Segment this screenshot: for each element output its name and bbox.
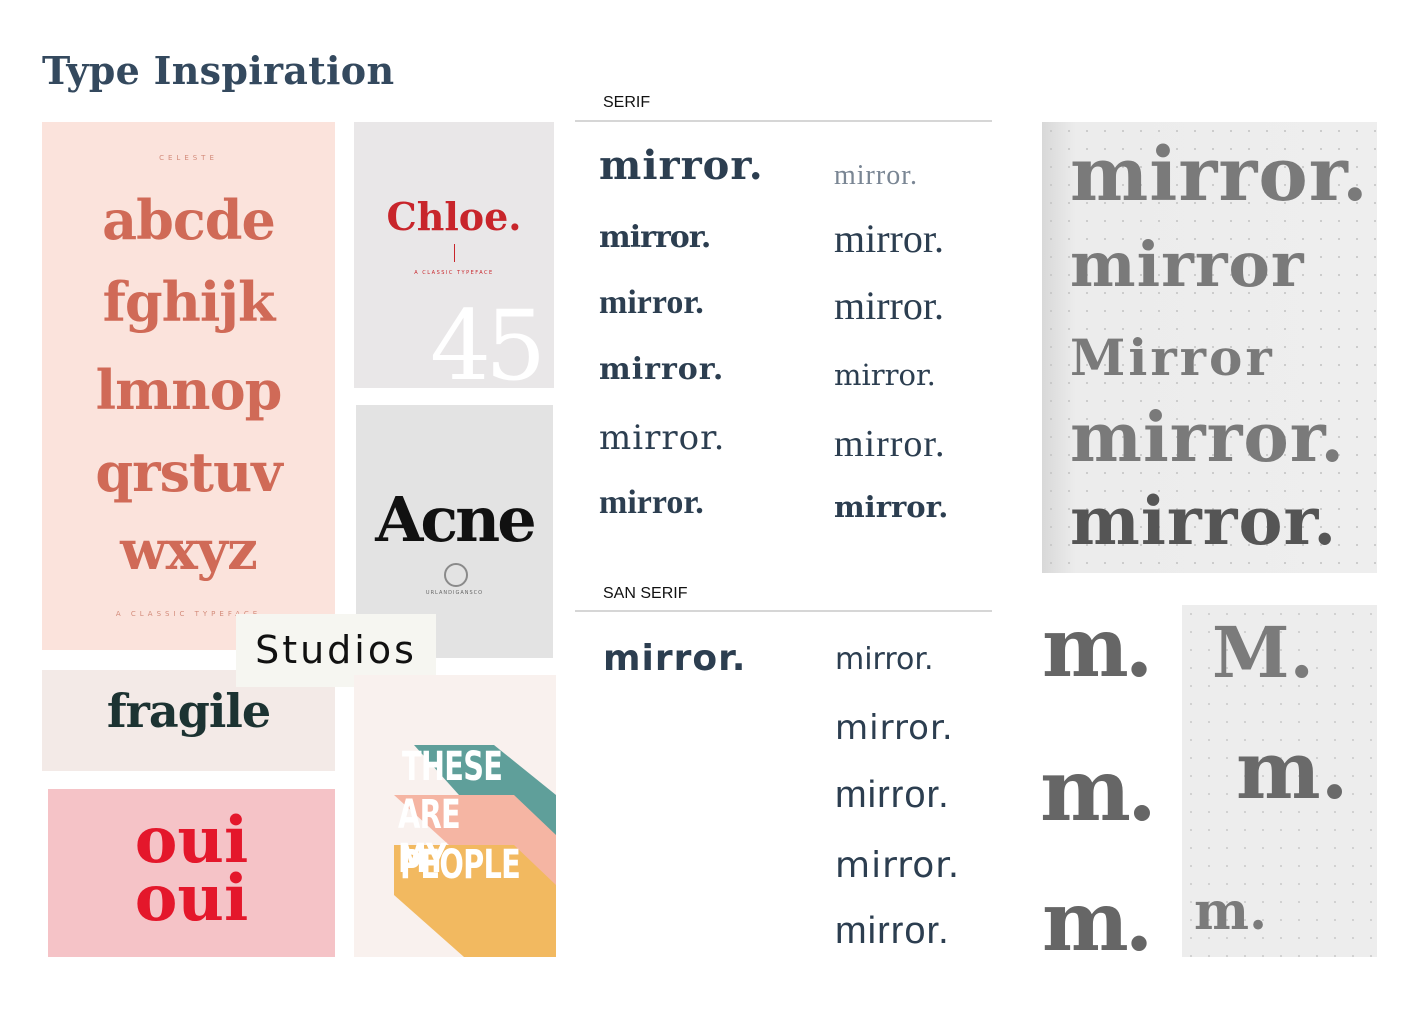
serif-sample: mirror. [834,216,944,261]
oui-line: oui [134,803,249,878]
celeste-brand: CELESTE [159,154,218,162]
serif-sample: mirror. [599,352,725,387]
people-line: PEOPLE [400,842,521,888]
chloe-number: 45 [430,290,546,388]
sketch-letter: m. [1236,723,1349,817]
celeste-footer: A CLASSIC TYPEFACE [115,610,262,618]
m-logo-mark: m. [1042,600,1153,696]
celeste-row: wxyz [120,518,258,582]
stripes-graphic [394,745,556,957]
sans-serif-sample: mirror. [835,708,954,748]
serif-sample: mirror. [834,283,944,328]
chloe-name: Chloe. [386,194,522,239]
sans-serif-sample: mirror. [835,774,950,816]
page-title: Type Inspiration [42,48,395,93]
crest-icon [444,563,468,587]
people-line: THESE [402,744,503,790]
m-sketch-photo: M. m. m. [1182,605,1377,957]
acne-name: Acne [375,483,536,556]
dot-grid [1182,605,1377,957]
serif-sample: mirror. [599,484,704,521]
celeste-typeface-tile: CELESTE abcde fghijk lmnop qrstuv wxyz A… [42,122,335,650]
serif-sample: mirror. [599,418,726,458]
sketch-word: mirror. [1070,398,1346,478]
sans-serif-section-label: SAN SERIF [603,585,688,602]
acne-footer: URLANDIGANSCO [425,590,484,596]
people-line: ARE MY [398,792,461,882]
celeste-row: qrstuv [95,440,282,504]
dot-grid [1042,122,1377,573]
chloe-typeface-tile: Chloe. A CLASSIC TYPEFACE 45 [354,122,554,388]
sketch-letter: M. [1212,611,1314,694]
fragile-text: fragile [106,684,271,738]
sans-serif-sample: mirror. [835,845,961,886]
sketch-letter: m. [1194,881,1268,942]
celeste-row: lmnop [95,358,283,422]
serif-sample: mirror. [834,423,946,465]
serif-sample: mirror. [599,284,704,321]
m-logo-mark: m. [1042,874,1153,970]
serif-sample: mirror. [834,160,918,191]
serif-sample: mirror. [834,490,949,524]
sketch-word: mirror. [1070,482,1338,560]
serif-sample: mirror. [599,142,764,189]
celeste-row: fghijk [102,270,276,334]
studios-tile: Studios [236,614,436,687]
these-are-my-people-tile: THESE ARE MY PEOPLE [354,675,556,957]
chloe-subtitle: A CLASSIC TYPEFACE [414,270,494,276]
sans-serif-sample: mirror. [835,642,934,677]
serif-section-label: SERIF [603,94,651,111]
sans-serif-divider [575,610,992,612]
sketch-word: mirror [1070,228,1305,301]
sans-serif-sample: mirror. [835,910,950,952]
oui-line: oui [134,861,249,936]
sketchbook-photo: mirror. mirror Mirror mirror. mirror. [1042,122,1377,573]
m-logo-mark: m. [1040,740,1157,841]
studios-text: Studios [255,628,417,672]
sans-serif-sample: mirror. [603,638,747,679]
sketch-word: mirror. [1070,132,1369,218]
serif-sample: mirror. [599,220,711,255]
serif-sample: mirror. [834,358,936,392]
sketch-word: Mirror [1070,328,1275,387]
serif-divider [575,120,992,122]
celeste-row: abcde [102,188,276,252]
oui-oui-tile: oui oui [48,789,335,957]
chloe-divider [454,244,455,262]
